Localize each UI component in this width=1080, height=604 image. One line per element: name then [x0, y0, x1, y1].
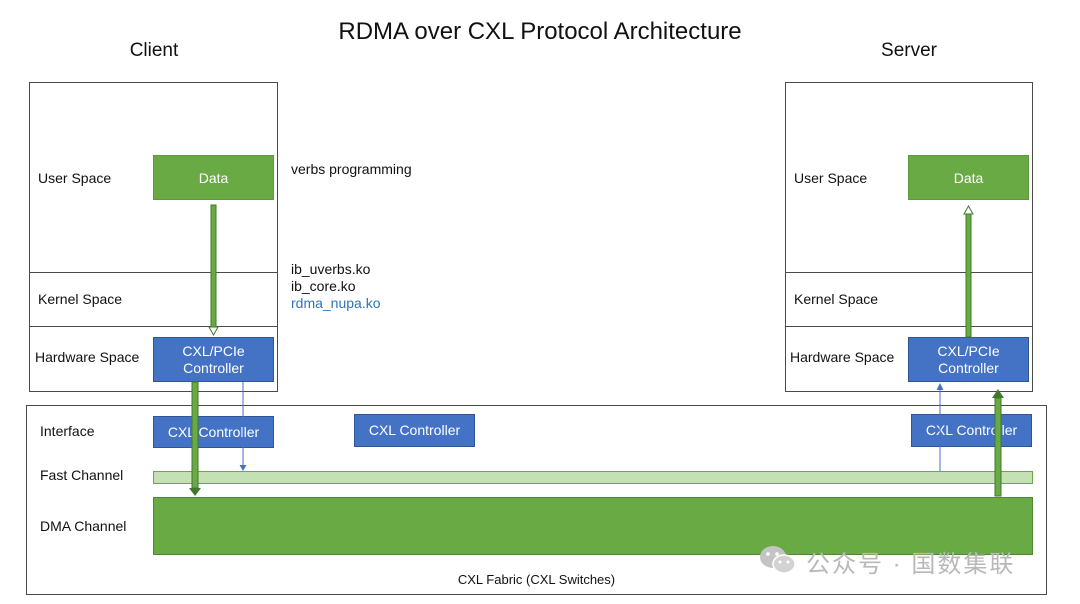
- client-hardware-space-label: Hardware Space: [35, 349, 140, 365]
- server-data-box: Data: [908, 155, 1029, 200]
- verbs-programming-label: verbs programming: [291, 161, 412, 177]
- watermark-text: 公众号 · 国数集联: [806, 551, 1016, 578]
- client-user-space-label: User Space: [38, 170, 112, 186]
- cxl-fabric-caption: CXL Fabric (CXL Switches): [457, 572, 616, 587]
- server-data-label: Data: [953, 169, 984, 186]
- server-controller-line1: CXL/PCIe: [937, 342, 1000, 359]
- fast-channel-bar: [153, 471, 1033, 484]
- wechat-icon: [758, 543, 798, 577]
- server-hardware-to-user-arrow: [963, 204, 974, 338]
- client-controller-line1: CXL/PCIe: [182, 342, 245, 359]
- client-controller-to-dma-arrow: [189, 381, 201, 496]
- interface-label: Interface: [40, 423, 95, 439]
- server-pcie-controller: CXL/PCIe Controller: [908, 337, 1029, 382]
- server-fast-channel-arrow: [936, 383, 944, 471]
- client-fast-channel-arrow: [239, 382, 247, 471]
- client-user-to-hardware-arrow: [208, 204, 219, 337]
- client-controller-line2: Controller: [183, 359, 244, 376]
- client-data-label: Data: [198, 169, 229, 186]
- client-pcie-controller: CXL/PCIe Controller: [153, 337, 274, 382]
- dma-channel-label: DMA Channel: [40, 518, 127, 534]
- dma-channel-bar: [153, 497, 1033, 555]
- cxl-controller-middle: CXL Controller: [354, 414, 475, 447]
- client-title: Client: [129, 40, 179, 61]
- fast-channel-label: Fast Channel: [40, 467, 124, 483]
- client-kernel-space-label: Kernel Space: [38, 291, 123, 307]
- cxl-controller-client: CXL Controller: [153, 416, 274, 448]
- cxl-controller-server-label: CXL Controller: [925, 422, 1018, 438]
- module-ib-uverbs: ib_uverbs.ko: [291, 261, 371, 277]
- module-rdma-nupa: rdma_nupa.ko: [291, 295, 381, 311]
- server-hardware-space-label: Hardware Space: [790, 349, 895, 365]
- server-dma-to-controller-arrow: [992, 389, 1004, 497]
- cxl-controller-middle-label: CXL Controller: [368, 422, 461, 438]
- server-divider-kernel: [785, 272, 1033, 273]
- client-divider-kernel: [29, 272, 278, 273]
- diagram-title: RDMA over CXL Protocol Architecture: [338, 18, 742, 45]
- server-kernel-space-label: Kernel Space: [794, 291, 879, 307]
- module-ib-core: ib_core.ko: [291, 278, 356, 294]
- server-title: Server: [881, 40, 937, 61]
- client-divider-hardware: [29, 326, 278, 327]
- cxl-controller-server: CXL Controller: [911, 414, 1032, 447]
- cxl-controller-client-label: CXL Controller: [167, 423, 260, 440]
- server-divider-hardware: [785, 326, 1033, 327]
- server-user-space-label: User Space: [794, 170, 868, 186]
- client-data-box: Data: [153, 155, 274, 200]
- server-controller-line2: Controller: [938, 359, 999, 376]
